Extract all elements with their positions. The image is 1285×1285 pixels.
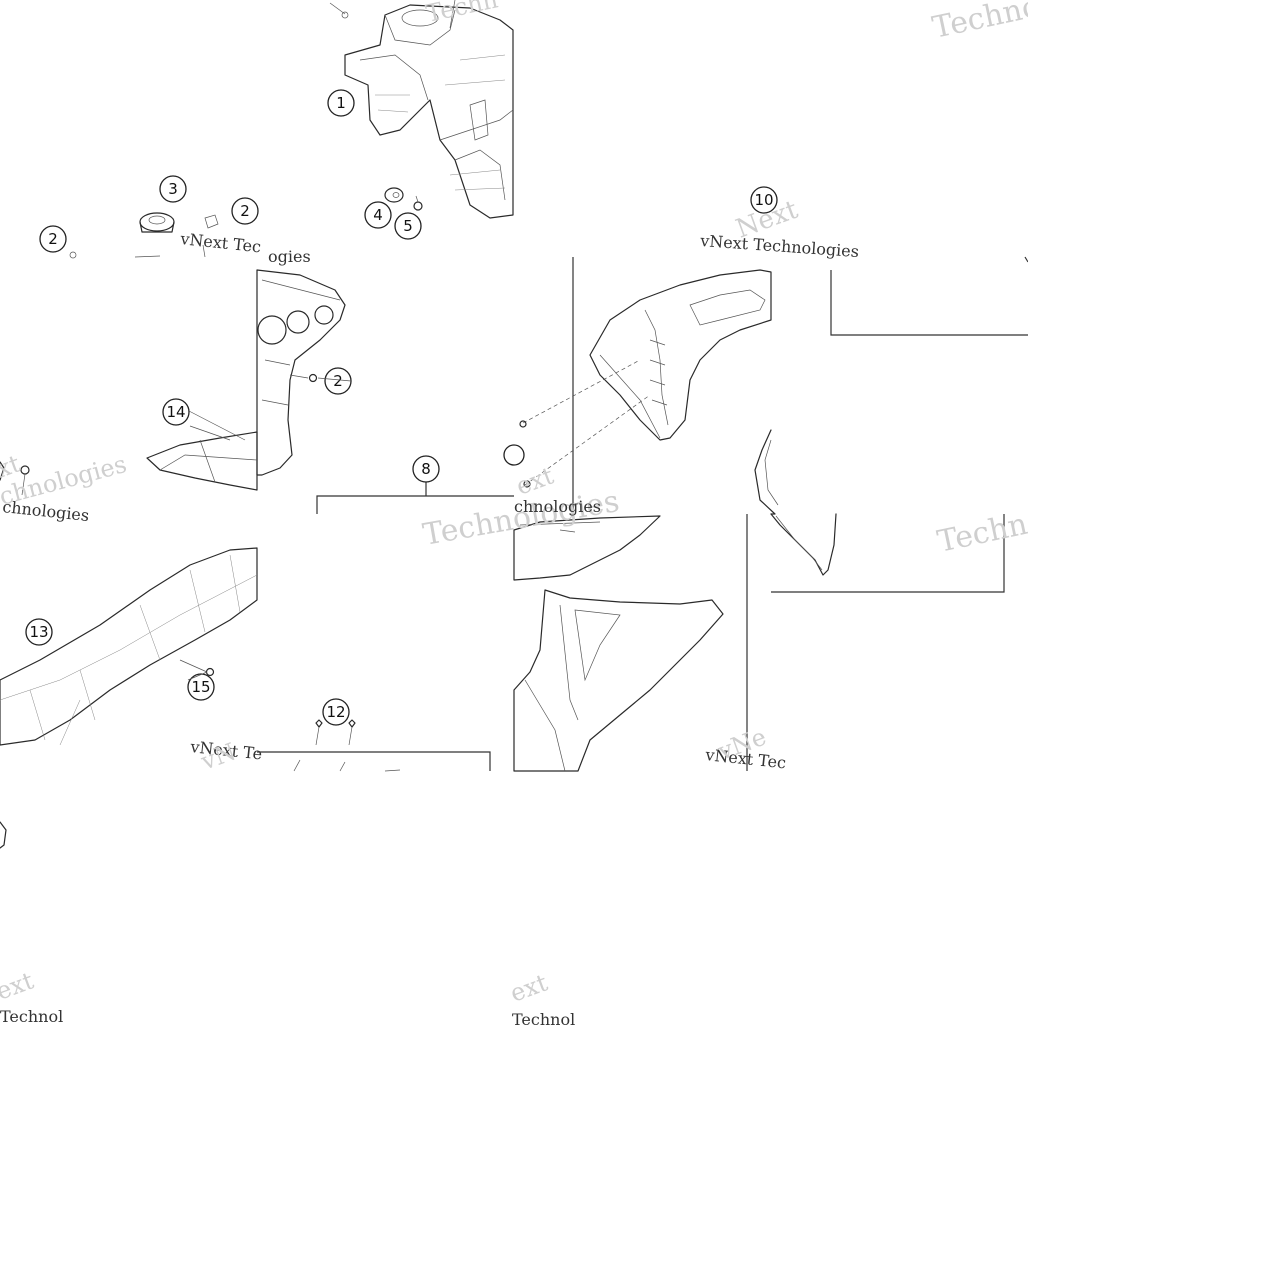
callout-label: 5 [403,217,413,235]
side-cover-drawing [256,269,346,476]
bolt-fragment [0,461,30,496]
spacer-drawing [384,187,423,211]
callout-12: 12 [322,698,350,726]
callout-2: 2 [324,367,352,395]
number-plate-drawing [770,513,1005,593]
fuel-cap-drawing [69,212,219,259]
watermark-text: vNext Technologies [699,231,860,261]
callout-13: 13 [25,618,53,646]
watermark-text: Techno [929,0,1043,46]
watermark-text: vNext Tec [179,229,262,256]
callout-3: 3 [159,175,187,203]
watermark-text: chnologies [514,497,601,516]
fuel-tank-drawing [329,0,514,219]
leader-lines [187,377,352,681]
watermark-text: ogies [268,247,311,266]
callout-10: 10 [750,186,778,214]
watermarks: Techno Techn vNext Tec ogies vNext Techn… [0,0,1048,1029]
callout-8: 8 [412,455,440,483]
callout-label: 4 [373,206,383,224]
group-frame-8 [316,482,514,514]
callout-label: 10 [754,191,773,209]
callout-2: 2 [231,197,259,225]
callout-5: 5 [394,212,422,240]
seat-drawing [0,547,258,746]
watermark-text: ext [506,968,551,1007]
callout-label: 2 [333,372,343,390]
blank-area [1028,0,1285,1285]
watermark-text: Techn [423,0,500,28]
bolts-drawing [257,719,491,772]
callout-label: 15 [191,678,210,696]
callout-2: 2 [39,225,67,253]
callout-label: 8 [421,460,431,478]
callout-14: 14 [162,398,190,426]
callout-label: 2 [240,202,250,220]
bottom-fragment [0,821,7,849]
watermark-text: Technol [0,1007,63,1026]
callout-label: 2 [48,230,58,248]
callout-label: 14 [166,403,185,421]
callout-4: 4 [364,201,392,229]
watermark-text: ext [0,966,38,1005]
callout-15: 15 [187,673,215,701]
side-panel-frame [754,270,1028,515]
frame-fragment [1024,256,1029,263]
watermark-text: Technol [512,1010,575,1029]
callout-label: 12 [326,703,345,721]
radiator-shroud-drawing [503,257,772,514]
blank-area [0,1030,1028,1285]
callout-1: 1 [327,89,355,117]
callout-label: 13 [29,623,48,641]
watermark-text: chnologies [2,497,91,525]
callout-label: 3 [168,180,178,198]
callout-label: 1 [336,94,346,112]
rear-side-panel-drawing [513,514,748,772]
mudguard-strip-drawing [146,425,258,491]
